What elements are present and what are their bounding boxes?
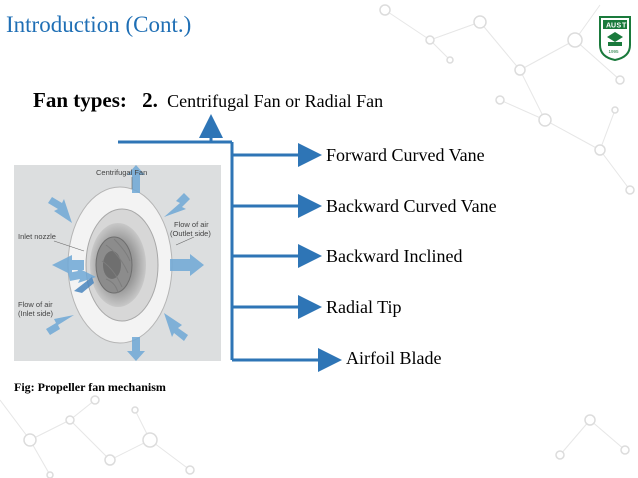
logo-letter-s: S [617,23,622,30]
aust-logo: A U S T 1995 [599,16,631,61]
fig-label-inlet-side: (Inlet side) [18,309,54,318]
figure-caption: Fig: Propeller fan mechanism [14,380,166,394]
type-forward-curved-vane: Forward Curved Vane [326,145,485,165]
fan-figure: Centrifugal Fan Inlet nozzle Flow of air… [14,165,221,361]
fan-number: 2. [142,88,158,112]
logo-year: 1995 [609,49,620,54]
type-radial-tip: Radial Tip [326,297,402,317]
fig-label-centrifugal-fan: Centrifugal Fan [96,168,147,177]
type-airfoil-blade: Airfoil Blade [346,348,442,368]
fan-types-heading: Fan types: 2. Centrifugal Fan or Radial … [33,88,383,113]
fan-name: Centrifugal Fan or Radial Fan [167,91,384,111]
type-backward-curved-vane: Backward Curved Vane [326,196,497,216]
type-backward-inclined: Backward Inclined [326,246,463,266]
fan-illustration: Centrifugal Fan Inlet nozzle Flow of air… [18,165,211,361]
fan-types-label: Fan types: [33,88,127,112]
logo-letter-a: A [606,23,611,30]
fig-label-flow-inlet: Flow of air [18,300,53,309]
fig-label-outlet-side: (Outlet side) [170,229,211,238]
logo-letter-t: T [622,23,627,30]
fig-label-flow-outlet: Flow of air [174,220,209,229]
slide-title: Introduction (Cont.) [6,12,192,37]
fig-label-inlet-nozzle: Inlet nozzle [18,232,56,241]
logo-letter-u: U [611,23,616,30]
